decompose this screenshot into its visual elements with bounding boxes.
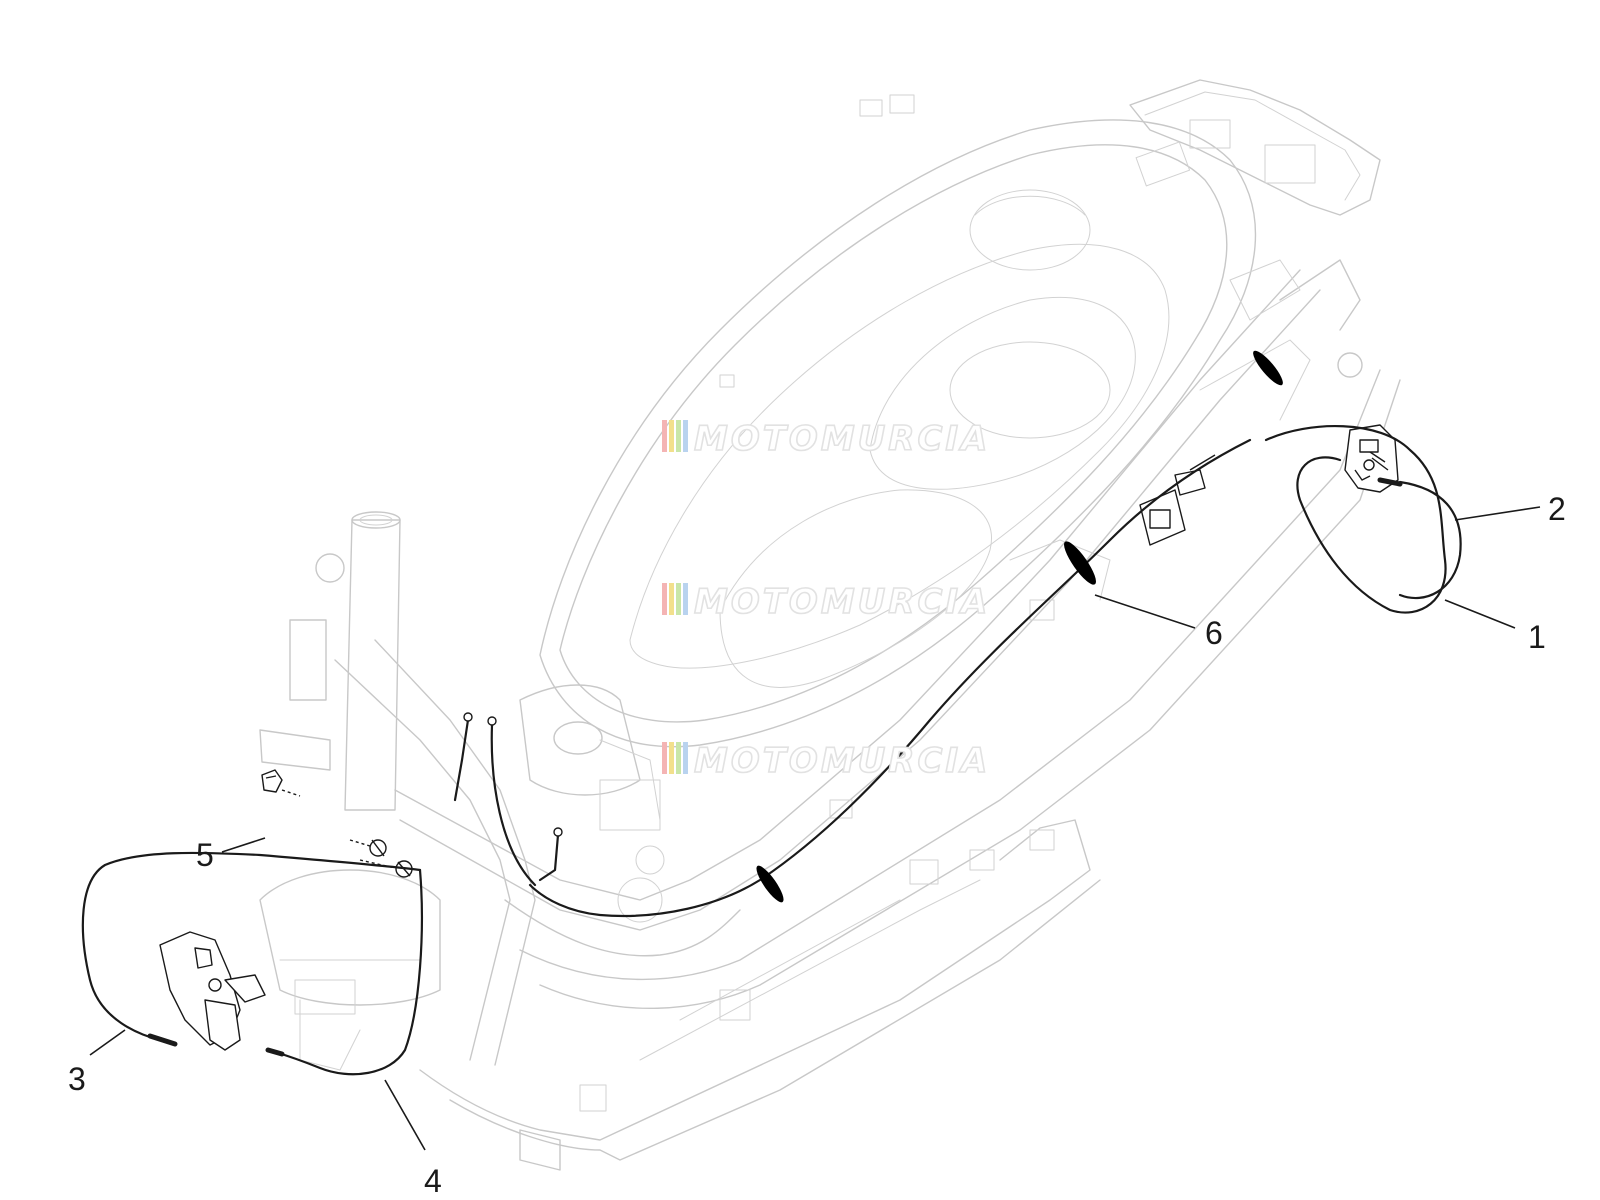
callout-number: 4 — [424, 1163, 442, 1199]
leader-line — [221, 837, 266, 853]
cable-4 — [273, 868, 423, 1076]
callout-number: 5 — [196, 837, 214, 873]
callout-number: 1 — [1528, 619, 1546, 655]
watermark-stripe — [669, 583, 674, 615]
cable-main-run — [528, 438, 1252, 918]
leader-line — [1444, 599, 1516, 629]
watermark-stripe — [669, 420, 674, 452]
callout-1: 1 — [1444, 599, 1546, 655]
cable-2 — [1398, 480, 1462, 600]
watermark-middle: MOTOMURCIA — [662, 581, 990, 623]
watermark-stripe — [662, 583, 667, 615]
seat-release-cables — [81, 424, 1462, 1076]
cable-short-b — [490, 723, 537, 887]
watermark-stripe — [676, 420, 681, 452]
lock-actuator-mechanism — [1139, 454, 1216, 546]
watermark-stripe — [676, 583, 681, 615]
watermark-stripe — [683, 583, 688, 615]
cable-ties — [756, 350, 1283, 903]
cable-guide-clips — [349, 839, 413, 878]
leader-line — [89, 1029, 126, 1056]
callout-5: 5 — [196, 837, 266, 873]
cable-1 — [1264, 424, 1447, 614]
callout-3: 3 — [68, 1029, 126, 1097]
watermark-stripe — [676, 742, 681, 774]
watermark-stripe — [669, 742, 674, 774]
watermark-stripe — [683, 742, 688, 774]
watermark-bottom: MOTOMURCIA — [662, 740, 990, 782]
leader-line — [1094, 594, 1196, 629]
cable-short-c — [538, 833, 560, 882]
watermark-text: MOTOMURCIA — [694, 582, 990, 622]
watermark-stripe — [662, 420, 667, 452]
cable-short-a — [453, 718, 470, 802]
watermark-text: MOTOMURCIA — [694, 419, 990, 459]
callout-4: 4 — [384, 1079, 442, 1199]
leader-line — [1454, 506, 1541, 521]
callout-number: 3 — [68, 1061, 86, 1097]
watermark-top: MOTOMURCIA — [662, 418, 990, 460]
scooter-frame-outline — [259, 79, 1401, 1171]
callout-6: 6 — [1094, 594, 1223, 651]
callout-2: 2 — [1454, 491, 1566, 527]
callout-number: 6 — [1205, 615, 1223, 651]
seat-lock-latch — [1344, 424, 1399, 493]
cable-front-loop — [81, 851, 422, 1042]
watermark-stripe — [662, 742, 667, 774]
watermark-stripe — [683, 420, 688, 452]
watermark-text: MOTOMURCIA — [694, 741, 990, 781]
leader-line — [384, 1079, 426, 1151]
cable-clip — [261, 769, 301, 797]
callout-number: 2 — [1548, 491, 1566, 527]
front-release-bracket — [159, 931, 266, 1051]
